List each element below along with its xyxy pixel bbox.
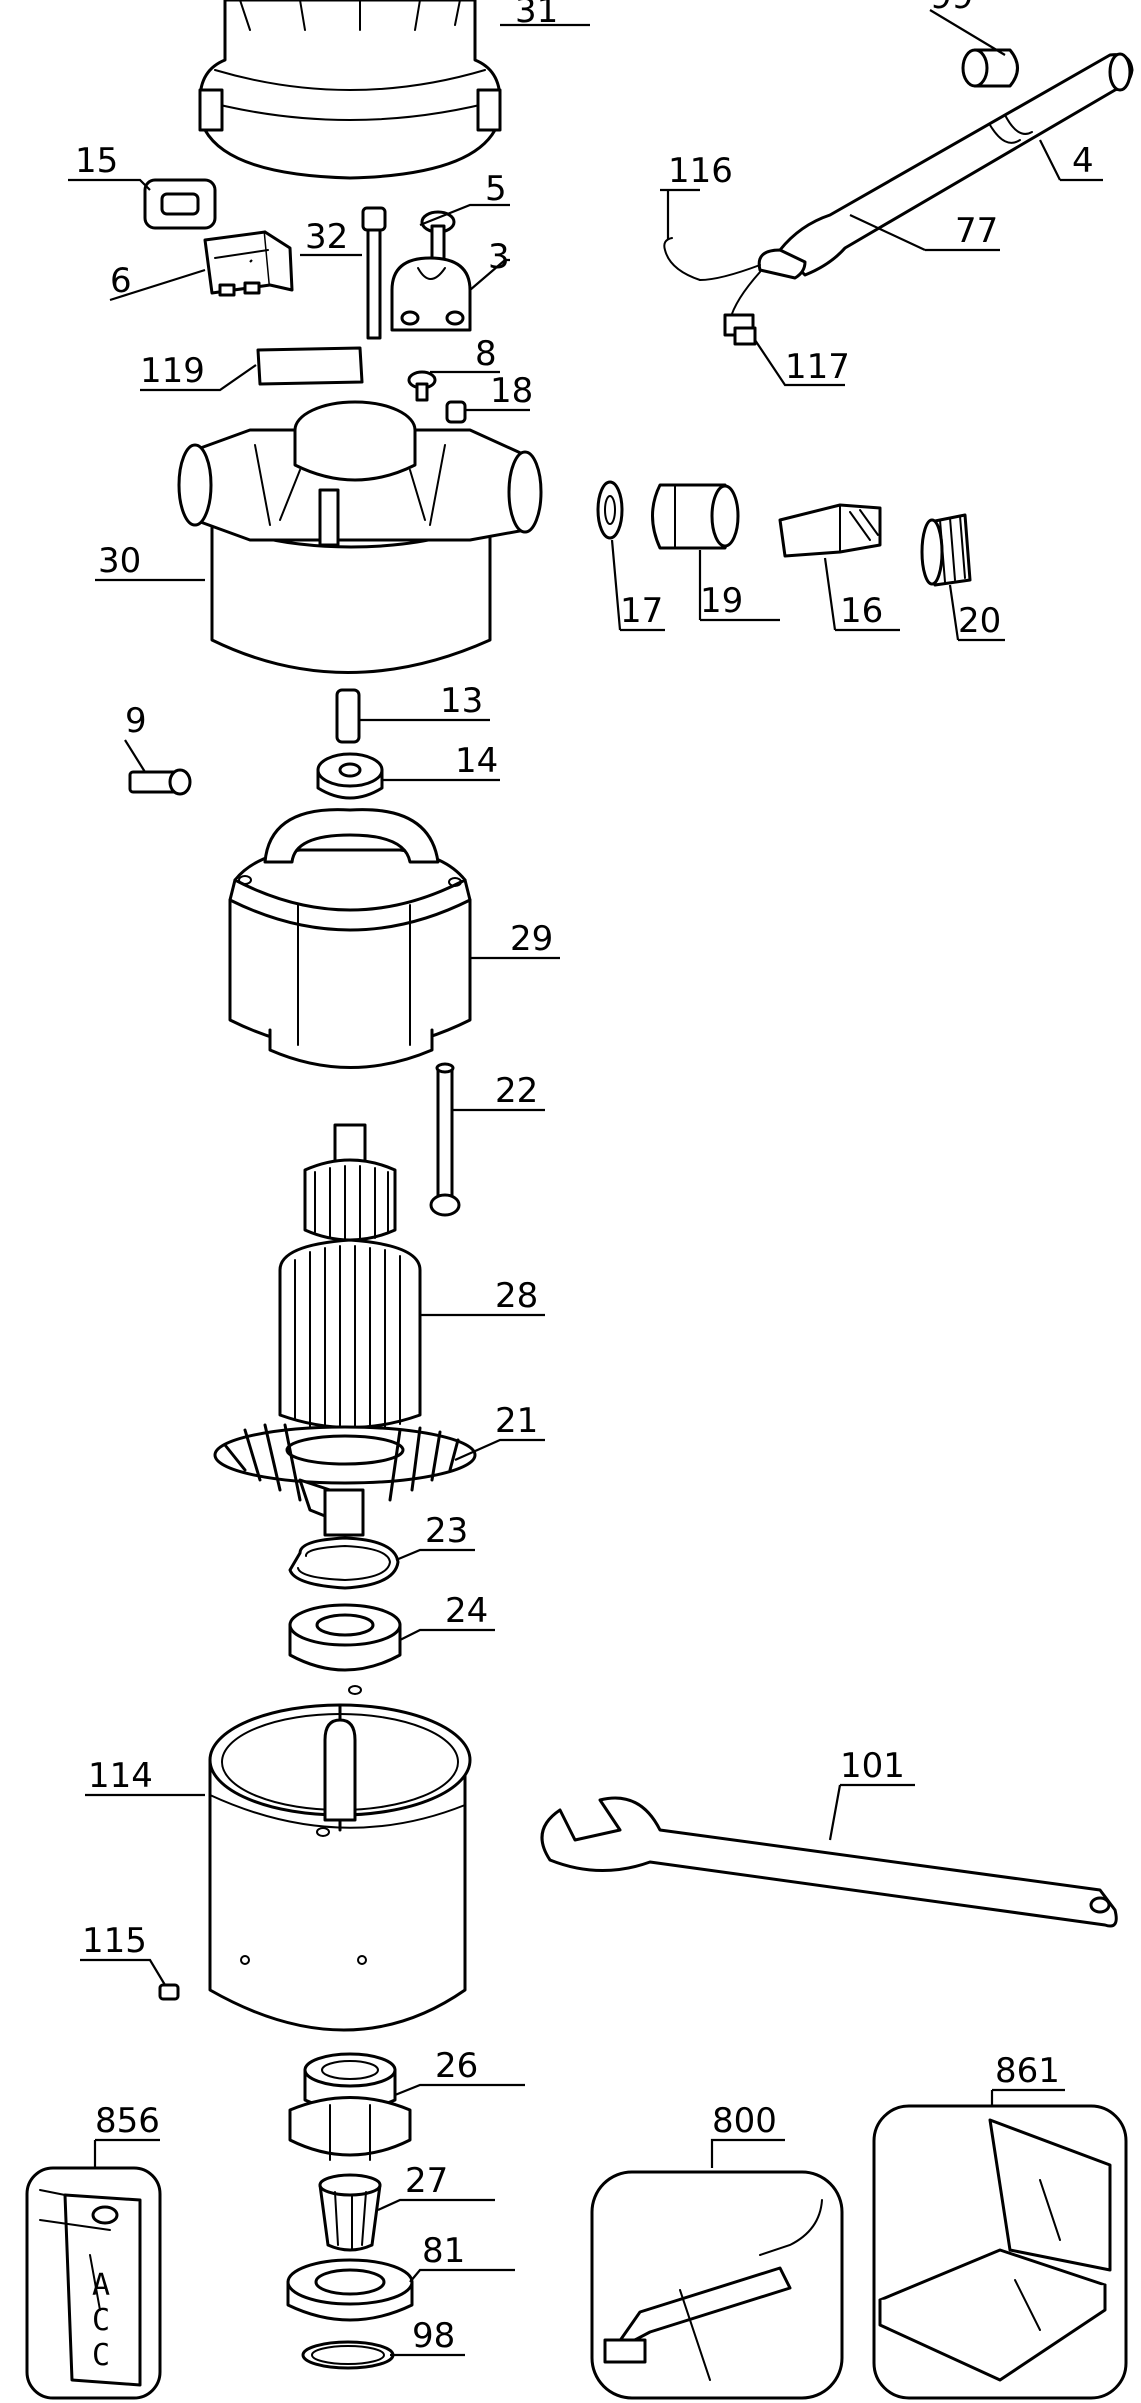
- part-81-collet-nut: [286, 2258, 414, 2322]
- callout-800: 800: [712, 2101, 777, 2141]
- callout-861: 861: [995, 2051, 1060, 2091]
- callout-32: 32: [305, 217, 348, 257]
- part-114-motor-housing: [208, 1685, 472, 2032]
- callout-9: 9: [125, 701, 147, 741]
- callout-20: 20: [958, 601, 1001, 641]
- callout-6: 6: [110, 261, 132, 301]
- callout-101: 101: [840, 1746, 905, 1786]
- callout-81: 81: [422, 2231, 465, 2271]
- kit-856-text-line3: C: [92, 2338, 110, 2373]
- callout-98: 98: [412, 2316, 455, 2356]
- callout-31: 31: [515, 0, 558, 31]
- part-21-fan: [213, 1423, 477, 1537]
- part-30-field-housing: [177, 400, 543, 674]
- callout-99: 99: [930, 0, 973, 17]
- callout-30: 30: [98, 541, 141, 581]
- part-24-bearing: [288, 1603, 402, 1672]
- callout-77: 77: [955, 211, 998, 251]
- part-23-retaining-ring: [288, 1536, 400, 1590]
- callout-24: 24: [445, 1591, 488, 1631]
- part-18-nut: [445, 400, 467, 424]
- part-119-label: [256, 346, 364, 386]
- part-17-washer: [596, 480, 624, 540]
- part-28-armature: [278, 1123, 422, 1435]
- part-3-cord-clamp: [390, 256, 472, 332]
- leader-lines: [68, 9, 1103, 2357]
- kit-856-text-line1: A: [92, 2268, 110, 2303]
- kit-856-manual-box: A C C: [25, 2166, 162, 2400]
- callout-23: 23: [425, 1511, 468, 1551]
- part-6-switch: [203, 230, 294, 297]
- callout-8: 8: [475, 334, 497, 374]
- kit-856-text-line2: C: [92, 2303, 110, 2338]
- callout-17: 17: [620, 591, 663, 631]
- part-115-small-screw: [158, 1983, 180, 2001]
- callout-117: 117: [785, 347, 850, 387]
- part-32-long-screw: [361, 206, 387, 340]
- callout-13: 13: [440, 681, 483, 721]
- part-5-screw: [420, 210, 456, 268]
- callout-114: 114: [88, 1756, 153, 1796]
- part-101-wrench: [540, 1796, 1118, 1928]
- part-9-fuse: [128, 768, 192, 796]
- callout-19: 19: [700, 581, 743, 621]
- callout-5: 5: [485, 169, 507, 209]
- part-14-bearing: [316, 752, 384, 800]
- callout-14: 14: [455, 741, 498, 781]
- callout-29: 29: [510, 919, 553, 959]
- callout-22: 22: [495, 1071, 538, 1111]
- callout-16: 16: [840, 591, 883, 631]
- part-8-screw: [407, 370, 437, 402]
- callout-3: 3: [488, 237, 510, 277]
- part-26-spindle-nut: [288, 2052, 412, 2161]
- part-19-brush-holder: [651, 483, 740, 550]
- part-99-sleeve: [961, 48, 1019, 88]
- part-31-motor-cover: [198, 0, 502, 180]
- callout-21: 21: [495, 1401, 538, 1441]
- part-27-collet: [318, 2173, 382, 2252]
- part-20-brush-cap: [920, 513, 972, 587]
- callout-28: 28: [495, 1276, 538, 1316]
- part-22-long-bolt: [429, 1062, 461, 1217]
- callout-856: 856: [95, 2101, 160, 2141]
- part-4-77-power-cord: [663, 52, 1134, 346]
- callout-numbers: 31 99 15 5 32 4 116 77 6 3 119 8 117 18 …: [75, 0, 1094, 2356]
- callout-115: 115: [82, 1921, 147, 1961]
- kit-861-carrying-case: [872, 2104, 1128, 2400]
- part-15-gasket: [143, 178, 217, 230]
- callout-27: 27: [405, 2161, 448, 2201]
- callout-4: 4: [1072, 141, 1094, 181]
- part-16-carbon-brush: [778, 503, 882, 558]
- callout-116: 116: [668, 151, 733, 191]
- callout-119: 119: [140, 351, 205, 391]
- callout-15: 15: [75, 141, 118, 181]
- part-98-o-ring: [301, 2340, 395, 2370]
- callout-18: 18: [490, 371, 533, 411]
- callout-26: 26: [435, 2046, 478, 2086]
- part-29-stator: [228, 808, 472, 1069]
- kit-800-accessory-box: [590, 2170, 844, 2400]
- part-13-pin: [335, 688, 361, 744]
